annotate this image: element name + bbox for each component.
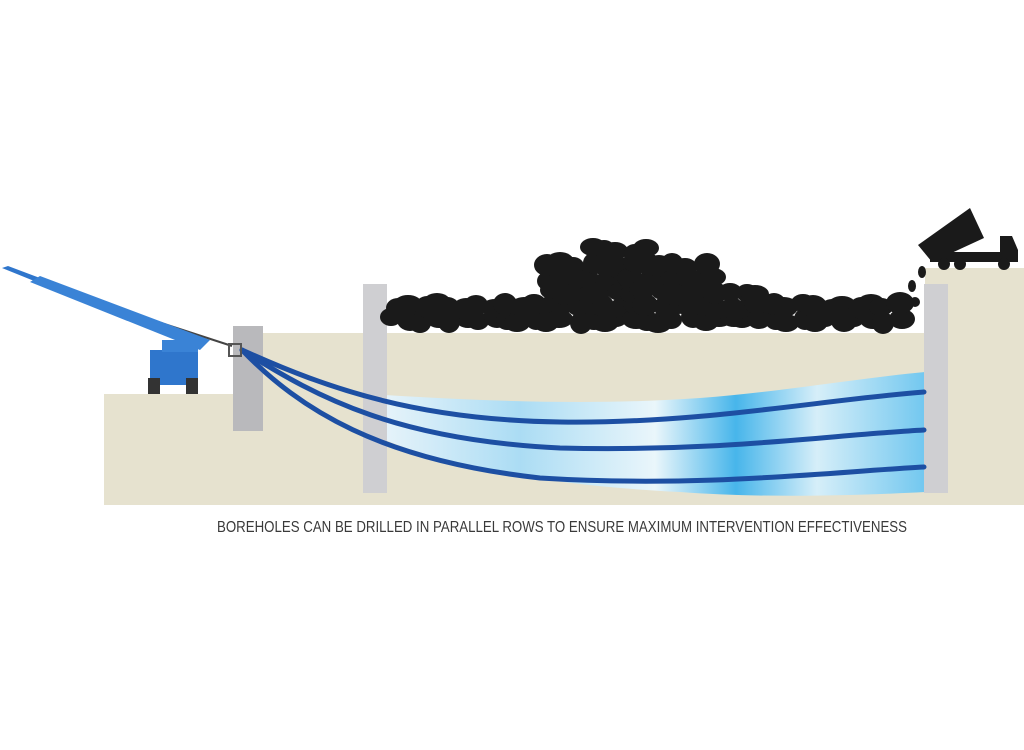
- waste-bags-icon: [380, 238, 915, 334]
- waste-bag: [718, 283, 742, 301]
- waste-bag: [700, 268, 726, 286]
- borehole-1: [239, 347, 927, 425]
- waste-bag: [632, 294, 658, 316]
- dump-truck-icon: [908, 208, 1018, 307]
- drilling-rig-icon: [2, 266, 242, 394]
- waste-bag: [886, 292, 914, 314]
- waste-bag: [747, 309, 771, 329]
- waste-bag: [602, 242, 628, 260]
- borehole-3: [239, 347, 927, 484]
- caption: BOREHOLES CAN BE DRILLED IN PARALLEL ROW…: [217, 519, 907, 536]
- sheet-pile-wall-3: [924, 284, 948, 493]
- sheet-pile-wall-1: [233, 326, 263, 431]
- boreholes: [239, 347, 927, 484]
- borehole-2: [239, 347, 927, 452]
- waste-bag: [394, 295, 422, 313]
- waste-bag: [770, 297, 798, 317]
- waste-bag: [438, 311, 460, 333]
- waste-bag: [673, 258, 697, 276]
- contaminant-plume: [385, 372, 925, 496]
- waste-bag: [741, 285, 769, 303]
- waste-bag: [889, 309, 915, 329]
- waste-bag: [562, 257, 584, 275]
- waste-bag: [467, 312, 489, 330]
- waste-bag: [633, 239, 659, 257]
- waste-bag: [872, 312, 894, 334]
- waste-bag: [504, 314, 530, 332]
- waste-bag: [545, 310, 573, 328]
- waste-bag: [409, 313, 431, 333]
- waste-bag: [773, 314, 799, 332]
- waste-bag: [660, 311, 682, 329]
